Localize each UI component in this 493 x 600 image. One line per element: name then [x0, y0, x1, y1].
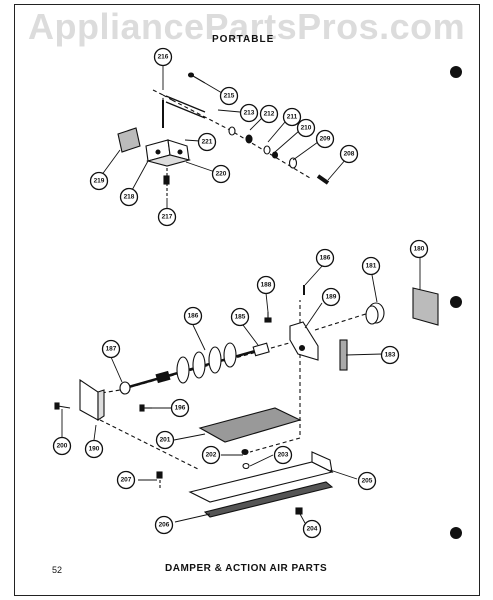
callout-185: 185 — [230, 307, 250, 327]
svg-text:208: 208 — [344, 151, 355, 158]
callout-187: 187 — [101, 339, 121, 359]
svg-text:196: 196 — [175, 405, 186, 412]
callout-219: 219 — [89, 171, 109, 191]
upper-assembly — [117, 72, 330, 198]
callout-198: 190 — [84, 439, 104, 459]
page-number: 52 — [52, 565, 63, 575]
svg-text:206: 206 — [159, 522, 170, 529]
registration-dot-top — [450, 66, 462, 78]
callout-leaders — [61, 66, 421, 524]
svg-text:202: 202 — [206, 452, 217, 459]
callout-193: 183 — [380, 345, 400, 365]
svg-text:221: 221 — [202, 139, 213, 146]
callout-220: 220 — [211, 164, 231, 184]
svg-text:180: 180 — [414, 246, 425, 253]
svg-text:219: 219 — [94, 178, 105, 185]
svg-text:211: 211 — [287, 114, 298, 121]
callout-180: 180 — [409, 239, 429, 259]
callout-201: 201 — [155, 430, 175, 450]
svg-text:201: 201 — [160, 437, 171, 444]
svg-text:204: 204 — [307, 526, 318, 533]
svg-text:207: 207 — [121, 477, 132, 484]
callout-217: 217 — [157, 207, 177, 227]
callout-216: 216 — [153, 47, 173, 67]
callout-191: 181 — [361, 256, 381, 276]
svg-text:183: 183 — [385, 352, 396, 359]
callout-203: 203 — [273, 445, 293, 465]
svg-text:185: 185 — [235, 314, 246, 321]
callout-208: 208 — [339, 144, 359, 164]
callout-210: 210 — [296, 118, 316, 138]
svg-text:218: 218 — [124, 194, 135, 201]
svg-text:187: 187 — [106, 346, 117, 353]
callout-209: 209 — [315, 129, 335, 149]
callout-199: 196 — [170, 398, 190, 418]
lower-assembly — [54, 285, 439, 518]
callout-215: 215 — [219, 86, 239, 106]
callout-186: 186 — [183, 306, 203, 326]
svg-text:209: 209 — [320, 136, 331, 143]
callout-189: 189 — [321, 287, 341, 307]
svg-text:186: 186 — [188, 313, 199, 320]
registration-dot-middle — [450, 296, 462, 308]
callout-192: 186 — [315, 248, 335, 268]
svg-text:210: 210 — [301, 125, 312, 132]
svg-text:181: 181 — [366, 263, 377, 270]
callout-207: 207 — [116, 470, 136, 490]
svg-text:205: 205 — [362, 478, 373, 485]
svg-text:213: 213 — [244, 110, 255, 117]
callout-205: 205 — [357, 471, 377, 491]
svg-text:186: 186 — [320, 255, 331, 262]
callout-221: 221 — [197, 132, 217, 152]
svg-text:215: 215 — [224, 93, 235, 100]
callout-194: 188 — [256, 275, 276, 295]
callout-218: 218 — [119, 187, 139, 207]
svg-text:200: 200 — [57, 443, 68, 450]
callout-213: 213 — [239, 103, 259, 123]
watermark: AppliancePartsPros.com — [28, 6, 466, 47]
registration-dot-bottom — [450, 527, 462, 539]
svg-text:188: 188 — [261, 282, 272, 289]
svg-text:189: 189 — [326, 294, 337, 301]
callout-211: 211 — [282, 107, 302, 127]
callout-204: 204 — [302, 519, 322, 539]
svg-text:217: 217 — [162, 214, 173, 221]
callout-206: 206 — [154, 515, 174, 535]
callout-202: 202 — [201, 445, 221, 465]
callout-markers: 216 215 213 212 211 210 209 208 221 220 … — [52, 47, 429, 539]
svg-text:220: 220 — [216, 171, 227, 178]
page-border — [14, 4, 480, 596]
callout-212: 212 — [259, 104, 279, 124]
diagram-caption: DAMPER & ACTION AIR PARTS — [165, 563, 328, 574]
svg-text:216: 216 — [158, 54, 169, 61]
svg-text:190: 190 — [89, 446, 100, 453]
diagram-header: PORTABLE — [212, 34, 275, 45]
svg-text:212: 212 — [264, 111, 275, 118]
svg-text:203: 203 — [278, 452, 289, 459]
callout-200: 200 — [52, 436, 72, 456]
